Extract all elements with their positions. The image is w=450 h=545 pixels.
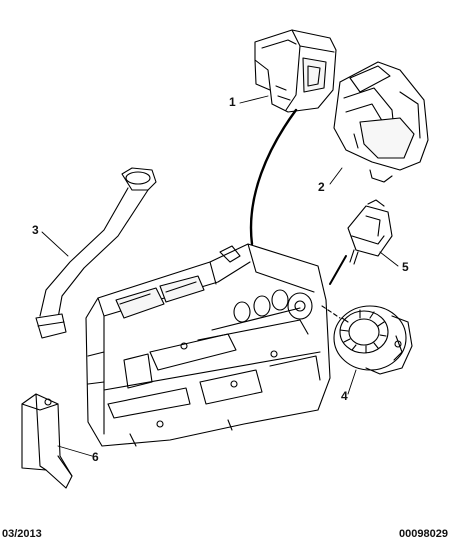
part-3-drain-hose bbox=[35, 167, 157, 339]
footer-reference-code: 00098029 bbox=[399, 528, 448, 540]
callout-1: 1 bbox=[229, 95, 236, 109]
connection-leaders bbox=[249, 108, 347, 319]
callout-leaders bbox=[41, 95, 399, 457]
part-6-mounting-bracket bbox=[21, 393, 73, 489]
part-2-blower-housing bbox=[333, 61, 429, 183]
part-4-blower-fan bbox=[333, 305, 413, 375]
part-5-blower-resistor bbox=[347, 199, 393, 265]
callout-6: 6 bbox=[92, 450, 99, 464]
footer-date: 03/2013 bbox=[2, 528, 42, 540]
callout-2: 2 bbox=[318, 180, 325, 194]
part-1-air-inlet-duct bbox=[254, 29, 337, 113]
callout-3: 3 bbox=[32, 223, 39, 237]
callout-5: 5 bbox=[402, 260, 409, 274]
heater-unit-assembly bbox=[85, 243, 331, 447]
callout-4: 4 bbox=[341, 389, 348, 403]
